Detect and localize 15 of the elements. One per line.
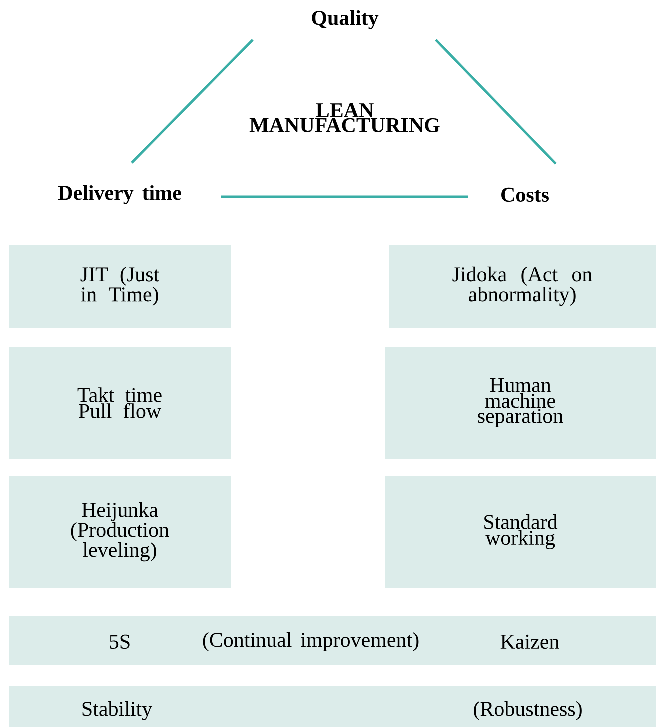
concept-box: JIT (Just in Time) <box>9 245 231 328</box>
corner-label: Delivery time <box>58 185 182 205</box>
band: 5S (Continual improvement) Kaizen <box>9 616 656 665</box>
concept-box: Jidoka (Act on abnormality) <box>389 245 656 328</box>
concept-box: Human machine separation <box>385 347 656 459</box>
title-label: LEAN MANUFACTURING <box>250 104 440 132</box>
connector-line <box>131 39 254 164</box>
connector-line <box>221 196 468 198</box>
corner-label: Costs <box>502 188 549 202</box>
connector-line <box>435 39 557 165</box>
concept-box: Standard working <box>385 476 656 588</box>
concept-box: Takt time Pull flow <box>9 347 231 459</box>
corner-label: Quality <box>312 10 379 30</box>
band: Stability (Robustness) <box>9 686 656 727</box>
concept-box: Heijunka (Production leveling) <box>9 476 231 588</box>
